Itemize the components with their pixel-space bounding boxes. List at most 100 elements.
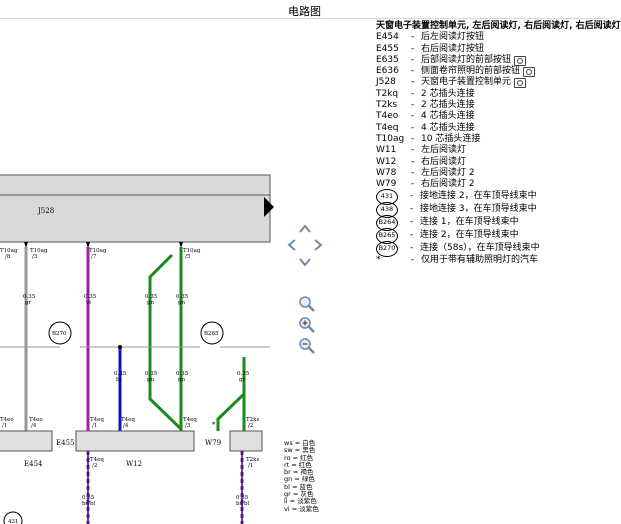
- conn-num: /1: [2, 423, 7, 429]
- wire-size: 0.35: [237, 371, 250, 377]
- legend-code: T4eo: [376, 111, 399, 122]
- legend-text: 后部阅读灯的前部按钮: [421, 54, 512, 65]
- legend-item: T2ks-2 芯插头连接: [376, 100, 475, 111]
- wire-color-entry: sw = 黑色: [284, 446, 316, 455]
- legend-code: W79: [376, 179, 397, 190]
- ground-symbol: B270: [376, 240, 398, 257]
- wire-gn-right: [216, 357, 246, 431]
- wire-size: 0.35: [23, 294, 36, 300]
- pin-number: /7: [91, 254, 97, 260]
- conn-label: T4eo: [29, 417, 43, 423]
- legend-code: W78: [376, 167, 397, 178]
- camera-icon[interactable]: [514, 78, 527, 89]
- wire-size: 0.35: [176, 294, 189, 300]
- legend-code: T2ks: [376, 100, 398, 111]
- legend-code: E636: [376, 66, 399, 77]
- j528-block: [0, 194, 271, 243]
- pan-down-icon[interactable]: [298, 255, 312, 269]
- conn-label: T4eq: [90, 457, 104, 463]
- wire-size: 0.35: [145, 371, 158, 377]
- wire-color-entry: rt = 红色: [284, 460, 312, 469]
- conn-num: /4: [31, 423, 37, 429]
- zoom-in-icon[interactable]: [298, 316, 316, 334]
- legend-item: W12-右后阅读灯: [376, 156, 467, 167]
- ground-431: [3, 511, 23, 524]
- legend-code: T10ag: [376, 133, 405, 144]
- junction-dot: [118, 345, 122, 349]
- legend-item: T10ag-10 芯插头连接: [376, 133, 481, 144]
- legend-item: W78-左后阅读灯 2: [376, 167, 475, 178]
- pin-arrow: [179, 242, 183, 248]
- legend-item: T4eo-4 芯插头连接: [376, 111, 475, 122]
- connector-b265: [200, 321, 224, 345]
- wire-color-entry: br = 褐色: [284, 468, 314, 477]
- legend-text: 2 芯插头连接: [421, 100, 475, 111]
- legend-ground-item: B264-连接 1，在车顶导线束中: [376, 214, 609, 231]
- pan-left-icon[interactable]: [285, 238, 299, 252]
- conn-label: T4eo: [0, 417, 14, 423]
- wire-color-entry: ro = 红色: [284, 453, 314, 462]
- zoom-out-icon[interactable]: [298, 337, 316, 355]
- wire-color-entry: gn = 绿色: [284, 475, 315, 484]
- legend-item: E635-后部阅读灯的前部按钮: [376, 55, 609, 66]
- pan-navigation: [285, 222, 325, 270]
- wire-color: gn: [147, 300, 155, 306]
- conn-label: T4eq: [90, 417, 104, 423]
- legend-text: 连接 1，在车顶导线束中: [420, 217, 519, 228]
- conn-label: T4eq: [121, 417, 135, 423]
- wire-color: gr: [25, 300, 32, 306]
- legend-code: W12: [376, 156, 397, 167]
- legend-item: T2kq-2 芯插头连接: [376, 88, 475, 99]
- circuit-diagram[interactable]: J528 T10ag /8 T10ag /3 T10ag /7 T10ag /5: [0, 19, 271, 524]
- legend-code: T4eq: [376, 122, 399, 133]
- circuit-diagram-canvas: J528 T10ag /8 T10ag /3 T10ag /7 T10ag /5: [0, 174, 271, 524]
- legend-code: J528: [376, 77, 396, 88]
- wire-gn-branch: [148, 253, 183, 431]
- zoom-fit-icon[interactable]: [298, 295, 316, 313]
- legend-item: W11-左后阅读灯: [376, 145, 467, 156]
- wire-size: 0.35: [145, 294, 158, 300]
- wire-size: 0.35: [176, 371, 189, 377]
- legend-text: 天窗电子装置控制单元: [421, 77, 512, 88]
- legend-code: *: [376, 255, 381, 266]
- legend-text: 左后阅读灯 2: [421, 167, 475, 178]
- pin-arrow: [24, 242, 28, 248]
- legend-ground-item: B265-连接 2，在车顶导线束中: [376, 227, 609, 244]
- legend-item: J528-天窗电子装置控制单元: [376, 77, 609, 89]
- wire-color-entry: li = 淡紫色: [284, 497, 317, 506]
- conn-num: /2: [248, 423, 253, 429]
- camera-icon[interactable]: [523, 66, 536, 77]
- pin-arrow: [86, 242, 90, 248]
- conn-label: T2ks: [246, 417, 260, 423]
- camera-icon[interactable]: [514, 55, 527, 66]
- conn-num: /2: [92, 463, 97, 469]
- wire-color: gn: [147, 377, 155, 383]
- legend-code: W11: [376, 145, 397, 156]
- w79-block: [229, 430, 263, 452]
- legend-text: 右后阅读灯 2: [421, 179, 475, 190]
- connector-b270: [48, 321, 72, 345]
- pan-right-icon[interactable]: [311, 238, 325, 252]
- legend-code: E455: [376, 43, 399, 54]
- legend-ground-item: B270-连接（58s），在车顶导线束中: [376, 240, 609, 257]
- component-legend: 天窗电子装置控制单元, 左后阅读灯, 右后阅读灯, 右后阅读灯 E454-后左阅…: [376, 21, 621, 267]
- wire-size: 0.35: [114, 371, 127, 377]
- wire-color-entry: gr = 灰色: [284, 490, 314, 499]
- e454-block: [0, 430, 53, 452]
- pin-label: T10ag: [183, 248, 201, 254]
- legend-item: T4eq-4 芯插头连接: [376, 122, 475, 133]
- star-marker: *: [212, 421, 216, 429]
- pan-up-icon[interactable]: [298, 222, 312, 236]
- legend-text: 连接 2，在车顶导线束中: [420, 230, 519, 241]
- connector-b265-label: B265: [204, 331, 219, 337]
- wire-size: 0.35: [84, 294, 97, 300]
- w12-block: [75, 430, 195, 452]
- collapse-panel-icon[interactable]: [263, 196, 275, 218]
- pin-label: T10ag: [30, 248, 48, 254]
- wire-color: vi: [85, 300, 91, 306]
- legend-footnote: * - 仅用于带有辅助照明灯的汽车: [376, 255, 539, 266]
- legend-text: 2 芯插头连接: [421, 88, 475, 99]
- legend-text: 10 芯插头连接: [421, 133, 481, 144]
- conn-num: /1: [92, 423, 97, 429]
- legend-text: 4 芯插头连接: [421, 122, 475, 133]
